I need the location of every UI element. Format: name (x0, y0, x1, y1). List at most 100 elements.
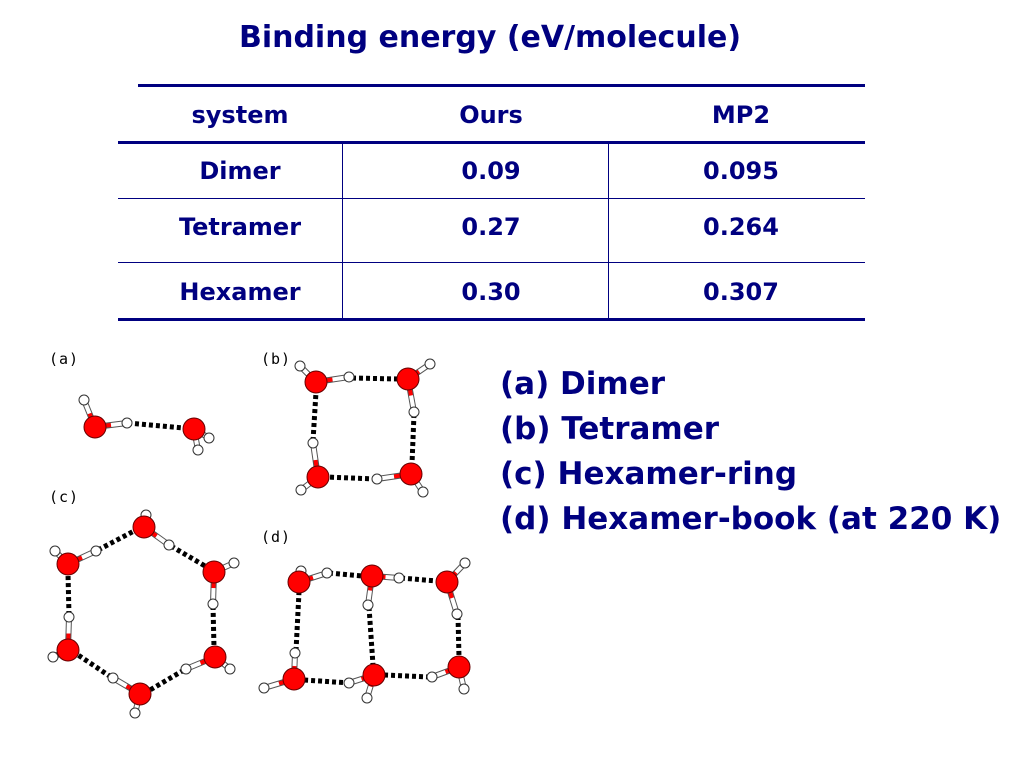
table-header-mp2: MP2 (711, 101, 771, 129)
hydrogen-atom (224, 663, 236, 675)
hydrogen-atom (49, 545, 61, 557)
hydrogen-atom (417, 486, 429, 498)
hydrogen-atom (362, 599, 374, 611)
hydrogen-atom (289, 647, 301, 659)
legend-item-hexamer-book: (d) Hexamer-book (at 220 K) (500, 501, 1002, 537)
oxygen-atom (399, 462, 423, 486)
table-cell-mp2: 0.095 (703, 157, 779, 185)
table-row-rule (118, 198, 865, 199)
oxygen-atom (282, 667, 306, 691)
table-cell-system: Dimer (199, 157, 281, 185)
hydrogen-bond (351, 375, 399, 382)
hydrogen-atom (180, 663, 192, 675)
table-top-rule (138, 84, 865, 87)
hydrogen-atom (121, 417, 133, 429)
hydrogen-atom (343, 371, 355, 383)
oxygen-atom (287, 570, 311, 594)
hydrogen-bond (328, 570, 363, 579)
structure-legend: (a) Dimer (b) Tetramer (c) Hexamer-ring … (500, 362, 1001, 542)
hydrogen-atom (78, 394, 90, 406)
hydrogen-atom (408, 406, 420, 418)
molecule-tetramer (294, 358, 436, 498)
hydrogen-atom (459, 557, 471, 569)
hydrogen-atom (361, 692, 373, 704)
hydrogen-atom (307, 437, 319, 449)
oxygen-atom (56, 552, 80, 576)
table-cell-system: Tetramer (178, 213, 302, 241)
oxygen-atom (304, 370, 328, 394)
table-row-rule (118, 262, 865, 263)
table-bottom-rule (118, 318, 865, 321)
molecule-hexamer-ring (47, 509, 240, 719)
molecule-hexamer-book (258, 557, 471, 704)
hydrogen-atom (129, 707, 141, 719)
hydrogen-atom (371, 473, 383, 485)
table-cell-system: Hexamer (179, 278, 301, 306)
hydrogen-atom (107, 672, 119, 684)
oxygen-atom (203, 645, 227, 669)
hydrogen-atom (321, 567, 333, 579)
hydrogen-atom (426, 671, 438, 683)
hydrogen-atom (163, 539, 175, 551)
hydrogen-atom (258, 682, 270, 694)
hydrogen-atom (424, 358, 436, 370)
oxygen-atom (306, 465, 330, 489)
hydrogen-bond (383, 672, 431, 680)
hydrogen-bond (325, 474, 377, 482)
legend-item-dimer: (a) Dimer (500, 366, 666, 402)
hydrogen-atom (192, 444, 204, 456)
hydrogen-atom (47, 651, 59, 663)
hydrogen-bond (127, 420, 185, 431)
panel-label-d: (d) (261, 528, 292, 546)
oxygen-atom (202, 560, 226, 584)
oxygen-atom (56, 638, 80, 662)
hydrogen-atom (295, 484, 307, 496)
hydrogen-atom (343, 677, 355, 689)
hydrogen-atom (203, 432, 215, 444)
hydrogen-atom (207, 598, 219, 610)
oxygen-atom (132, 515, 156, 539)
table-cell-mp2: 0.307 (703, 278, 779, 306)
hydrogen-bond (409, 413, 417, 465)
table-cell-ours: 0.27 (461, 213, 521, 241)
hydrogen-bond (455, 615, 462, 658)
hydrogen-bond (303, 677, 351, 686)
hydrogen-atom (90, 545, 102, 557)
oxygen-atom (128, 682, 152, 706)
oxygen-atom (182, 417, 206, 441)
hydrogen-atom (294, 360, 306, 372)
legend-item-hexamer-ring: (c) Hexamer-ring (500, 456, 798, 492)
panel-label-c: (c) (49, 488, 80, 506)
table-header-rule (118, 141, 865, 144)
table-cell-ours: 0.09 (461, 157, 521, 185)
hydrogen-atom (393, 572, 405, 584)
hydrogen-bond (293, 591, 302, 652)
panel-label-b: (b) (261, 350, 292, 368)
hydrogen-atom (63, 611, 75, 623)
oxygen-atom (447, 655, 471, 679)
table-column-rule (342, 142, 343, 320)
table-cell-mp2: 0.264 (703, 213, 779, 241)
panel-label-a: (a) (49, 350, 80, 368)
table-header-ours: Ours (459, 101, 523, 129)
oxygen-atom (396, 367, 420, 391)
hydrogen-bond (400, 575, 438, 584)
table-header-system: system (191, 101, 289, 129)
table-column-rule (608, 142, 609, 320)
hydrogen-bond (366, 606, 376, 666)
oxygen-atom (360, 564, 384, 588)
molecule-dimer (78, 394, 215, 456)
oxygen-atom (435, 570, 459, 594)
oxygen-atom (83, 415, 107, 439)
hydrogen-atom (451, 608, 463, 620)
slide-title: Binding energy (eV/molecule) (238, 20, 742, 55)
table-cell-ours: 0.30 (461, 278, 521, 306)
hydrogen-atom (228, 557, 240, 569)
hydrogen-bond (310, 391, 319, 442)
legend-item-tetramer: (b) Tetramer (500, 411, 720, 447)
oxygen-atom (362, 663, 386, 687)
